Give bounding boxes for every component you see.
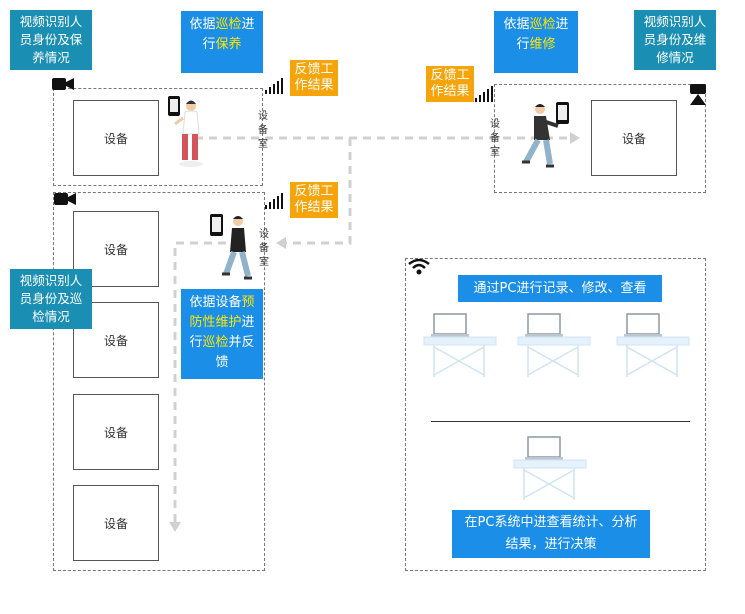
feedback-label: 反馈工作结果	[290, 182, 338, 218]
signal-icon	[265, 191, 283, 209]
room-top-left	[53, 88, 263, 186]
signal-icon	[475, 84, 493, 102]
pc-decision-label: 在PC系统中进查看统计、分析 结果，进行决策	[452, 510, 650, 558]
dome-camera-icon	[690, 84, 706, 105]
task-label-preventive: 依据设备预 防性维护进 行巡检并反 馈	[181, 289, 263, 379]
wifi-icon	[408, 258, 430, 275]
path-left-down	[173, 241, 226, 525]
room-label: 设备室	[258, 111, 268, 150]
monitor-label-repair: 视频识别人员身份及维修情况	[634, 10, 716, 70]
computer-desk-icon	[513, 436, 587, 500]
room-left-large	[53, 192, 265, 571]
equipment-box: 设备	[73, 394, 159, 470]
computer-desk-icon	[616, 313, 690, 377]
monitor-label-maintenance: 视频识别人员身份及保养情况	[10, 10, 92, 70]
signal-icon	[265, 76, 283, 94]
video-camera-icon	[54, 193, 76, 205]
divider	[431, 421, 690, 422]
room-right	[494, 84, 706, 193]
equipment-box: 设备	[591, 100, 677, 176]
walking-worker-icon	[210, 214, 252, 280]
monitor-label-inspection: 视频识别人员身份及巡检情况	[10, 269, 92, 329]
feedback-label: 反馈工作结果	[426, 66, 474, 102]
arrow-right-head	[570, 132, 580, 144]
pc-system-panel	[405, 258, 706, 571]
arrow-left-head	[276, 237, 286, 249]
task-label-repair: 依据巡检进 行维修	[494, 11, 578, 73]
room-label: 设备室	[490, 119, 500, 158]
equipment-box: 设备	[73, 100, 159, 176]
feedback-label: 反馈工作结果	[290, 60, 338, 96]
walking-worker-icon	[522, 102, 569, 168]
pc-record-label: 通过PC进行记录、修改、查看	[458, 275, 662, 302]
arrow-down-head	[169, 522, 181, 532]
equipment-box: 设备	[73, 485, 159, 561]
computer-desk-icon	[423, 313, 497, 377]
computer-desk-icon	[517, 313, 591, 377]
room-label: 设备室	[259, 229, 269, 268]
path-branch-down	[286, 138, 352, 245]
task-label-maintain: 依据巡检进 行保养	[181, 11, 263, 73]
worker-with-phone-icon	[168, 96, 203, 167]
video-camera-icon	[52, 78, 74, 90]
